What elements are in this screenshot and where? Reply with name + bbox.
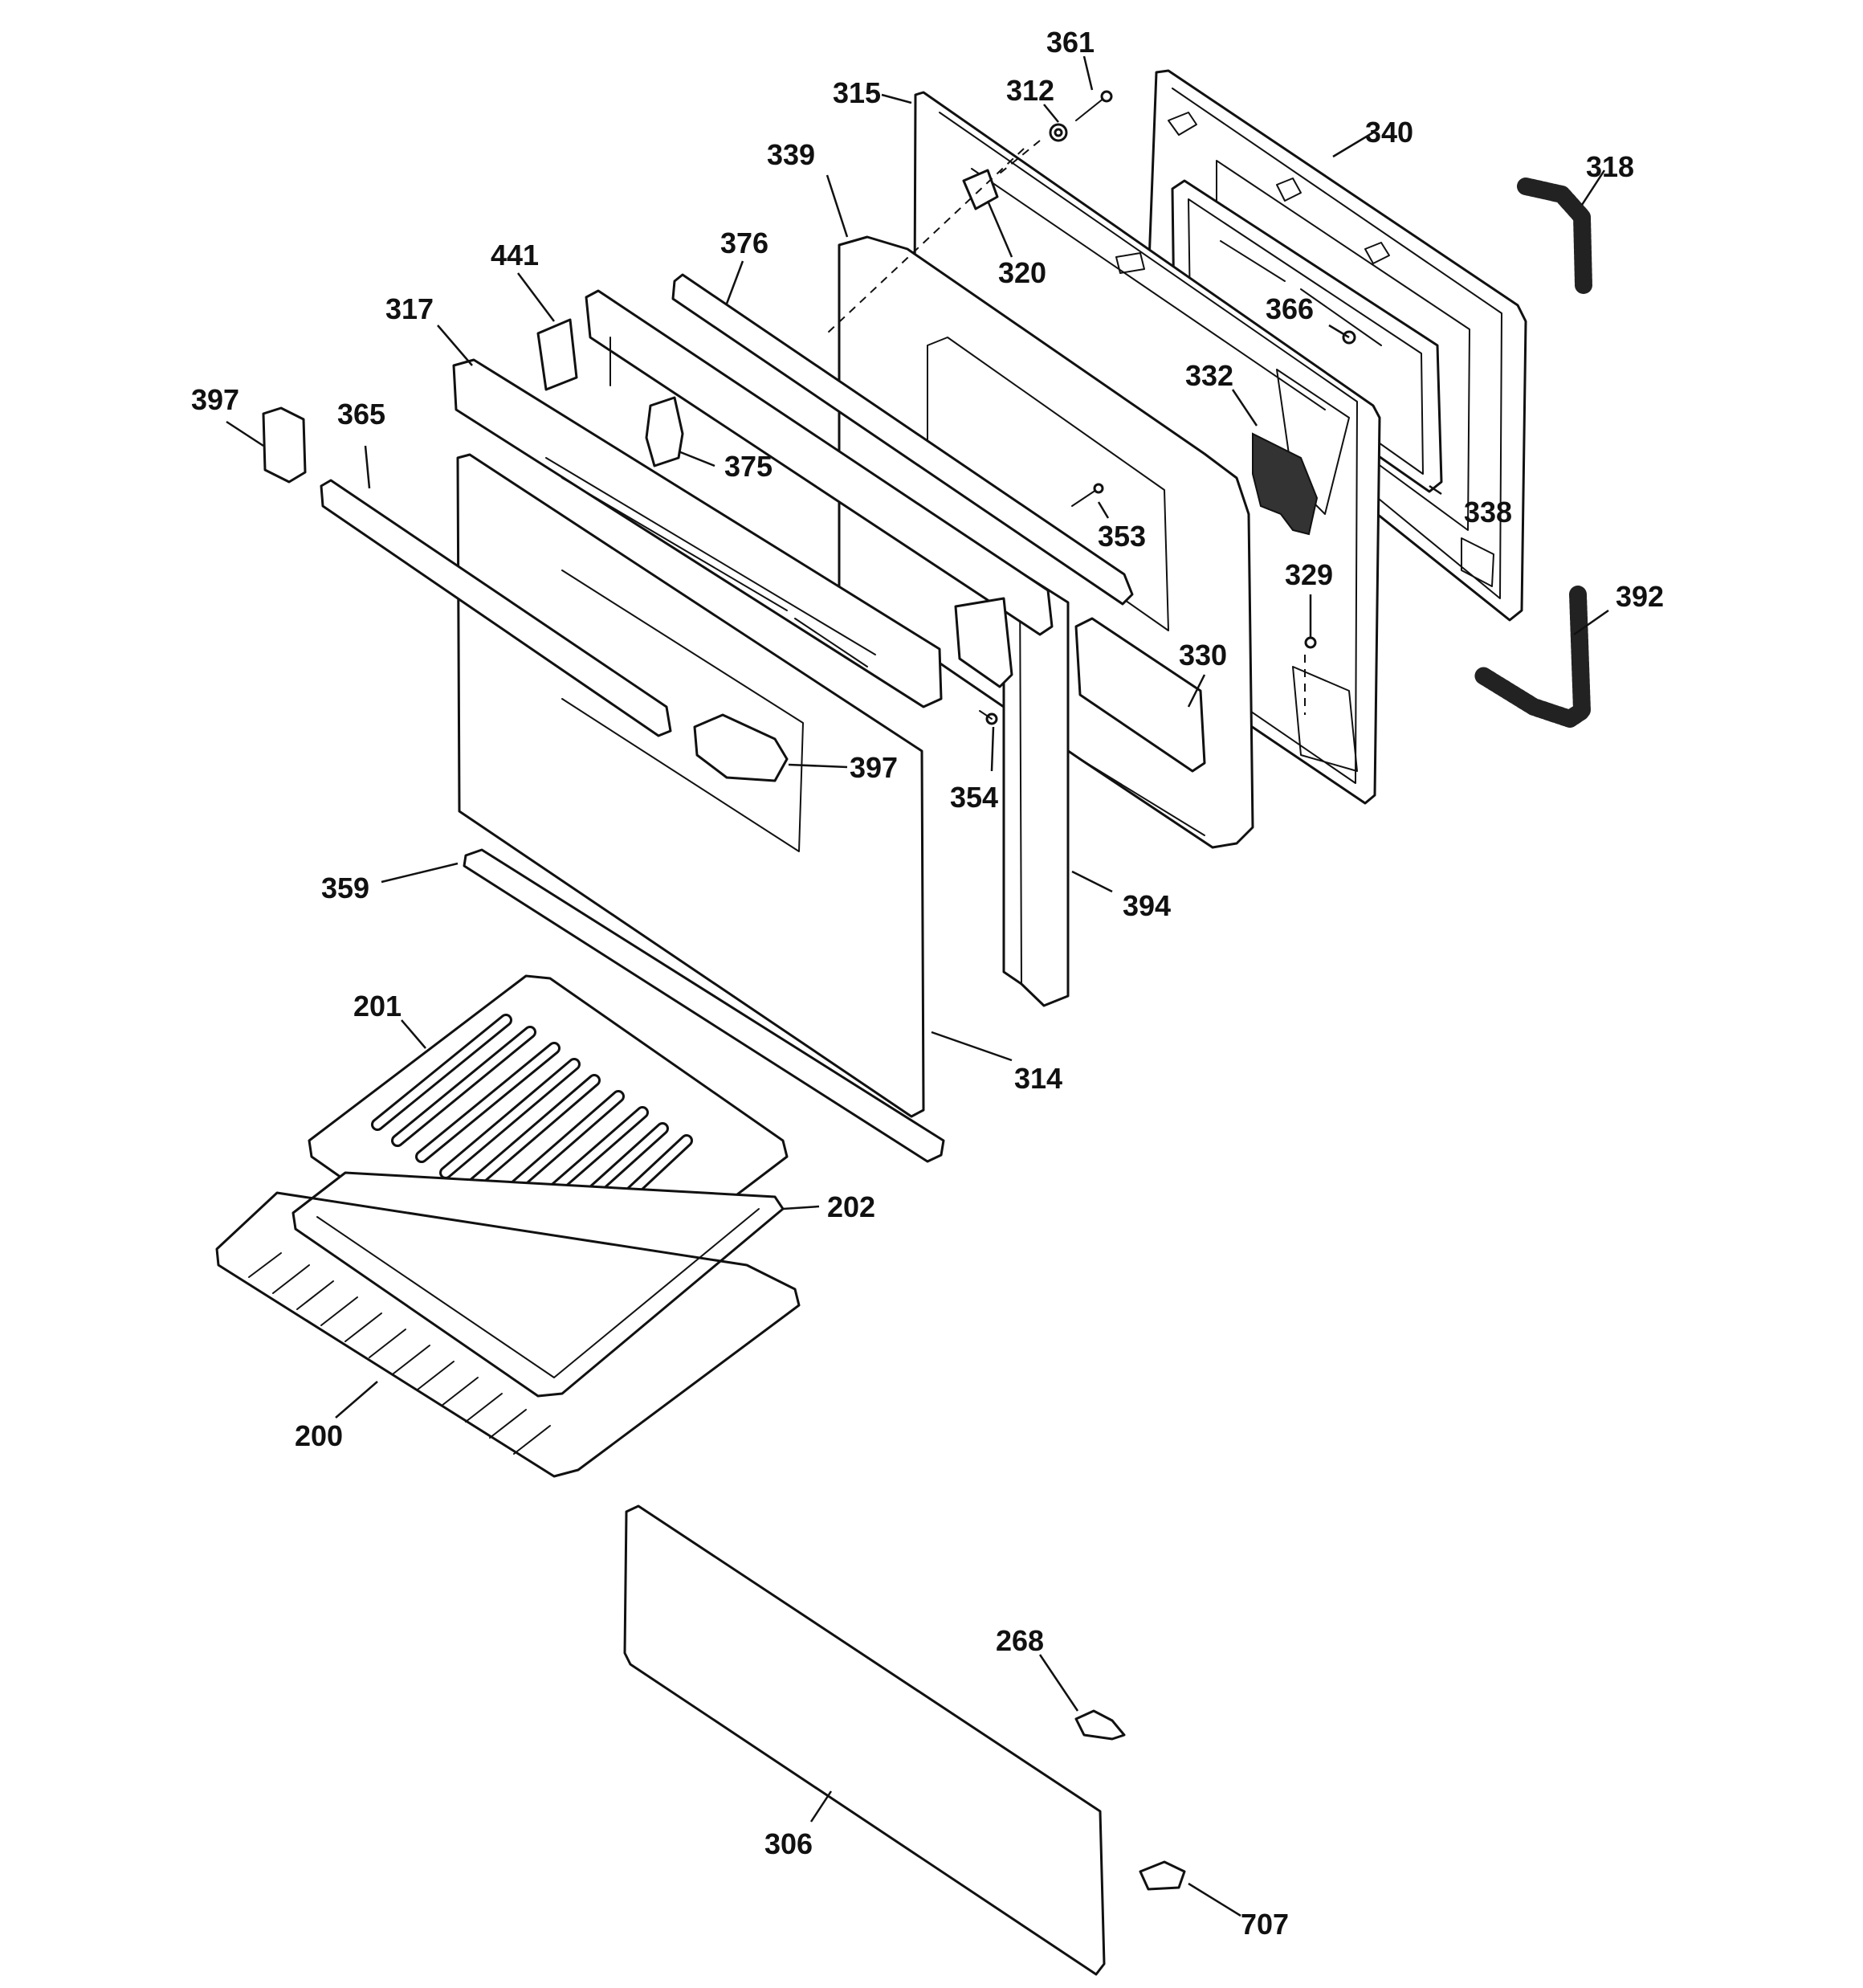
screw-354 [979,710,998,725]
callout-392: 392 [1616,580,1664,613]
callout-441: 441 [491,239,539,271]
leader-lines [226,55,1609,1917]
bracket-441 [536,318,578,391]
callout-354: 354 [950,781,998,814]
callout-353: 353 [1098,520,1146,553]
top-trim-376 [671,273,1134,606]
oven-rack-200 [215,1191,801,1478]
callout-315: 315 [833,76,881,109]
callout-320: 320 [998,256,1046,289]
drawer-panel-306 [623,1504,1106,1976]
gasket-318 [1517,178,1592,294]
bottom-trim-359 [463,848,945,1163]
broiler-pan-202 [291,1171,785,1398]
side-trim-394 [1002,570,1070,1007]
callout-332: 332 [1185,359,1233,392]
clip-707 [1139,1860,1186,1891]
callout-340: 340 [1365,116,1413,149]
callout-365: 365 [337,398,385,431]
screw-353 [1071,483,1104,507]
nut-329 [1304,636,1317,649]
callout-201: 201 [353,990,402,1023]
hinge-plate [954,597,1013,688]
clip-268 [1074,1709,1126,1741]
callout-375: 375 [724,450,773,483]
callout-202: 202 [827,1190,875,1223]
callout-338: 338 [1464,496,1512,529]
vent-trim [452,358,943,708]
callout-306: 306 [764,1827,813,1860]
door-frame-317 [585,289,1054,636]
callout-707: 707 [1241,1908,1289,1941]
callout-366: 366 [1266,292,1314,325]
callout-200: 200 [295,1419,343,1452]
callout-330: 330 [1179,639,1227,672]
callout-labels: 361 312 315 340 318 339 320 376 441 366 … [191,26,1664,1941]
callout-359: 359 [321,872,369,904]
callout-314: 314 [1014,1062,1062,1095]
callout-376: 376 [720,227,768,259]
hinge-block-332 [1252,432,1319,536]
callout-329: 329 [1285,558,1333,591]
alignment-guides [826,140,1306,715]
outer-door-panel-314 [456,453,925,1118]
end-cap-397-right [693,713,789,782]
callout-268: 268 [996,1624,1044,1657]
callout-339: 339 [767,138,815,171]
screw-361 [1075,90,1113,121]
end-cap-397-left [262,406,307,484]
callout-318: 318 [1586,150,1634,183]
hinge-bracket-375 [645,396,684,467]
door-handle-365 [320,479,672,737]
side-trim-330 [1074,617,1206,773]
callout-317: 317 [385,292,434,325]
callout-397-left: 397 [191,383,239,416]
callout-312: 312 [1006,74,1054,107]
gasket-392 [1473,586,1591,728]
callout-361: 361 [1046,26,1095,59]
callout-397-right: 397 [850,751,898,784]
callout-394: 394 [1123,889,1171,922]
washer-312 [1049,123,1068,142]
